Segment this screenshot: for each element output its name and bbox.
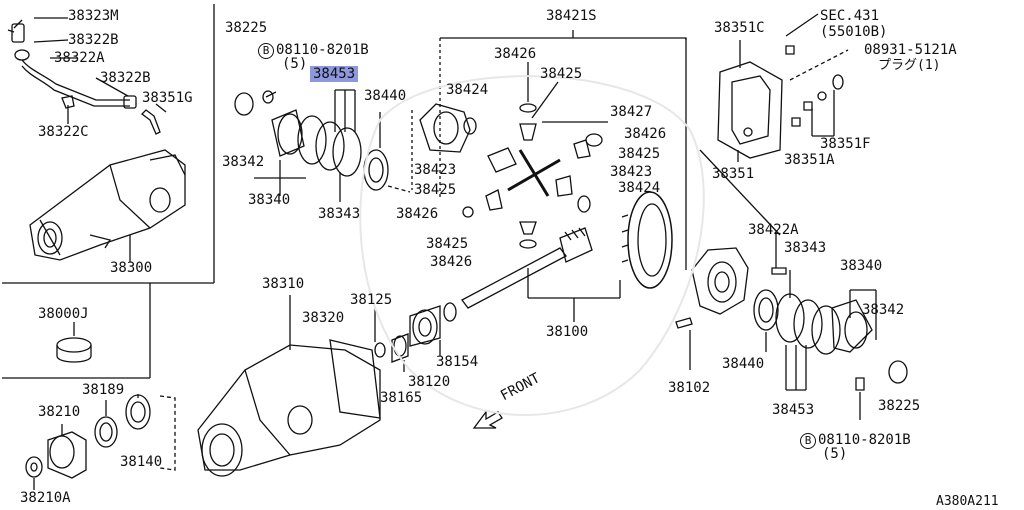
label-38322A: 38322A [54,50,105,66]
label-38102: 38102 [668,380,711,396]
breather-hose-assembly [7,17,167,135]
side-flange-right [685,210,787,315]
label-38323M: 38323M [68,8,119,24]
label-plug-text: プラグ(1) [878,58,941,73]
label-38340-upper: 38340 [248,192,291,208]
label-38423-b: 38423 [610,164,653,180]
label-38351C: 38351C [714,20,765,36]
label-38120: 38120 [408,374,451,390]
label-38427: 38427 [610,104,653,120]
label-38425-a: 38425 [540,66,583,82]
rear-cover-38351 [685,13,849,236]
label-38343-lower: 38343 [784,240,827,256]
label-sec431: SEC.431 [820,8,880,24]
inset-frame [2,4,215,379]
label-38320: 38320 [302,310,345,326]
label-38422A: 38422A [748,222,799,238]
label-38210: 38210 [38,404,81,420]
label-38189: 38189 [82,382,125,398]
label-38125: 38125 [350,292,393,308]
label-38351G: 38351G [142,90,193,106]
label-38426-a: 38426 [494,46,537,62]
label-38425-b: 38425 [618,146,661,162]
front-arrow [472,410,503,429]
circle-b-icon: B [258,43,274,59]
qty-upper: (5) [282,56,308,72]
label-38340-lower: 38340 [840,258,883,274]
label-38310: 38310 [262,276,305,292]
label-38440-lower: 38440 [722,356,765,372]
label-38425-d: 38425 [426,236,469,252]
label-38300: 38300 [110,260,153,276]
label-38425-c: 38425 [414,182,457,198]
label-sec431-sub: (55010B) [820,24,888,40]
label-38351A: 38351A [784,152,835,168]
diagram-id: A380A211 [936,494,999,509]
carrier-housing-38310 [197,295,381,477]
watermark-shape [359,75,705,416]
final-drive-assembly-small [29,149,186,262]
label-38210A: 38210A [20,490,71,506]
drive-pinion-38100 [461,227,621,322]
label-38423-a: 38423 [414,162,457,178]
label-38322B-upper: 38322B [68,32,119,48]
label-38351: 38351 [712,166,755,182]
label-38424-b: 38424 [618,180,661,196]
ring-gear [621,191,673,289]
label-38426-d: 38426 [430,254,473,270]
cap-38000J [56,322,92,363]
label-38424-a: 38424 [446,82,489,98]
label-38421S: 38421S [546,8,597,24]
pinion-flange-parts [25,394,176,490]
label-38453-lower: 38453 [772,402,815,418]
label-38225-lower: 38225 [878,398,921,414]
circle-b-icon: B [800,433,816,449]
label-38426-c: 38426 [396,206,439,222]
label-plug-code: 08931-5121A [864,42,957,58]
label-38000J: 38000J [38,306,89,322]
label-38343-upper: 38343 [318,206,361,222]
label-38351F: 38351F [820,136,871,152]
label-38225-upper: 38225 [225,20,268,36]
label-38322B-lower: 38322B [100,70,151,86]
label-38322C: 38322C [38,124,89,140]
label-38342-upper: 38342 [222,154,265,170]
label-38453-highlighted[interactable]: 38453 [310,66,359,82]
label-38440-upper: 38440 [364,88,407,104]
label-38342-lower: 38342 [862,302,905,318]
side-bearing-group-right [675,270,908,420]
label-38165: 38165 [380,390,423,406]
side-bearing-group-left [234,89,411,202]
qty-lower: (5) [822,446,848,462]
label-38154: 38154 [436,354,479,370]
label-38100: 38100 [546,324,589,340]
label-38140: 38140 [120,454,163,470]
label-38426-b: 38426 [624,126,667,142]
